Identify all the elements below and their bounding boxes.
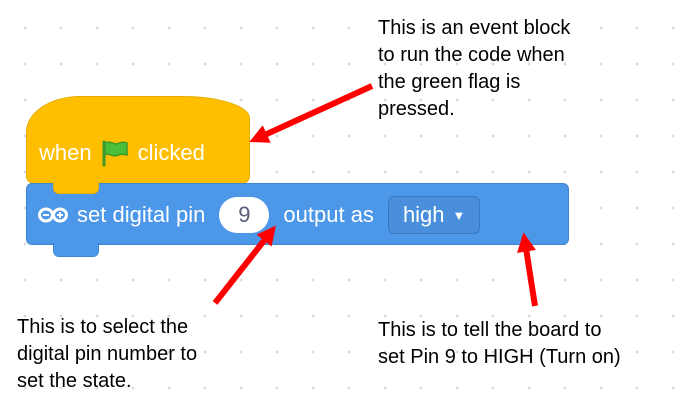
hat-block-content: when clicked	[39, 135, 205, 171]
annotation-line: This is to select the	[17, 316, 189, 338]
hat-block-suffix: clicked	[137, 140, 205, 165]
output-as-label: output as	[283, 202, 374, 227]
annotation-line: digital pin number to	[17, 343, 198, 365]
when-flag-clicked-block[interactable]: when clicked	[26, 96, 250, 194]
output-state-value: high	[402, 202, 445, 227]
set-digital-pin-label: set digital pin	[77, 202, 206, 227]
pin-number-input[interactable]: 9	[219, 197, 270, 233]
pin-annotation: This is to select the digital pin number…	[17, 314, 197, 395]
command-block-content: set digital pin 9 output as high ▼	[37, 184, 481, 246]
hat-block-prefix: when	[39, 140, 92, 165]
annotation-line: set Pin 9 to HIGH (Turn on)	[378, 346, 621, 368]
arduino-infinity-icon	[37, 205, 69, 225]
annotation-line: This is an event block	[378, 17, 571, 39]
annotation-line: to run the code when	[378, 44, 565, 66]
set-digital-pin-block[interactable]: set digital pin 9 output as high ▼	[26, 183, 569, 257]
annotation-line: This is to tell the board to	[378, 319, 602, 341]
annotation-line: pressed.	[378, 98, 455, 120]
annotation-line: set the state.	[17, 370, 132, 392]
green-flag-icon	[100, 139, 130, 167]
annotation-line: the green flag is	[378, 71, 521, 93]
chevron-down-icon: ▼	[452, 207, 466, 223]
state-annotation: This is to tell the board to set Pin 9 t…	[378, 317, 621, 371]
event-block-annotation: This is an event block to run the code w…	[378, 15, 570, 123]
output-state-dropdown[interactable]: high ▼	[387, 196, 481, 234]
